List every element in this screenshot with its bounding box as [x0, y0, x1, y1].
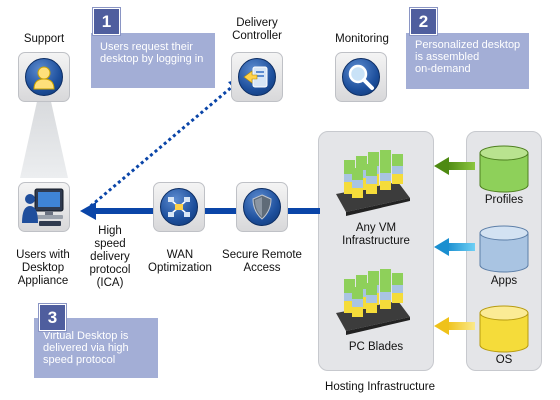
wan-line-2: Optimization [148, 262, 212, 274]
profiles-label: Profiles [484, 194, 524, 206]
os-label: OS [495, 354, 513, 366]
wan-circle [160, 188, 198, 226]
users-node[interactable] [18, 182, 70, 232]
callout-2: Personalized desktop is assembled on-dem… [406, 33, 529, 89]
shield-icon [252, 194, 272, 220]
database-icon [479, 225, 529, 273]
callout-1-line-2: desktop by logging in [100, 53, 204, 65]
database-icon [479, 305, 529, 353]
any-vm-line-1: Any VM [355, 222, 397, 234]
callout-1-badge: 1 [93, 8, 120, 35]
delivery-arrowhead [80, 202, 96, 220]
callout-2-line-1: Personalized desktop [415, 39, 521, 51]
monitoring-circle [342, 58, 380, 96]
protocol-label: High speed delivery protocol (ICA) [86, 225, 134, 290]
delivery-controller-line-1: Delivery [236, 17, 278, 29]
callout-3-badge: 3 [39, 304, 66, 331]
delivery-controller-line-2: Controller [232, 30, 282, 42]
network-nodes-icon [168, 197, 190, 217]
protocol-line-2: speed [94, 238, 126, 250]
server-stack-icon [336, 269, 410, 335]
database-icon [479, 145, 529, 193]
users-line-1: Users with [16, 249, 70, 261]
profiles-arrow-shaft [447, 162, 475, 170]
computer-user-icon [22, 188, 64, 226]
secure-remote-label: Secure Remote Access [222, 249, 302, 275]
callout-3-line-1: Virtual Desktop is [43, 330, 129, 342]
os-arrowhead [434, 317, 449, 335]
server-stack-icon [336, 150, 410, 216]
users-line-3: Appliance [17, 275, 69, 287]
monitoring-node[interactable] [335, 52, 387, 102]
support-connector [20, 97, 68, 178]
pc-blades-servers [344, 269, 403, 317]
secure-remote-line-1: Secure Remote [222, 249, 302, 261]
apps-arrowhead [434, 238, 449, 256]
any-vm-servers [344, 150, 403, 198]
users-label: Users with Desktop Appliance [12, 249, 74, 288]
callout-1-line-1: Users request their [100, 41, 193, 53]
protocol-line-5: (ICA) [96, 277, 124, 289]
support-circle [25, 58, 63, 96]
wan-label: WAN Optimization [148, 249, 212, 275]
protocol-line-4: protocol [89, 264, 131, 276]
monitoring-label: Monitoring [335, 33, 389, 45]
delivery-controller-node[interactable] [231, 52, 283, 102]
delivery-controller-icon [243, 66, 268, 88]
callout-1: Users request their desktop by logging i… [91, 33, 215, 88]
any-vm-line-2: Infrastructure [342, 235, 410, 247]
wan-line-1: WAN [166, 249, 194, 261]
secure-remote-node[interactable] [236, 182, 288, 232]
support-label: Support [23, 33, 65, 45]
hosting-label: Hosting Infrastructure [325, 381, 435, 393]
magnifier-icon [348, 64, 374, 90]
any-vm-label: Any VM Infrastructure [326, 222, 426, 248]
apps-arrow-shaft [447, 243, 475, 251]
callout-2-line-3: on-demand [415, 63, 471, 75]
profiles-arrowhead [434, 157, 449, 175]
callout-2-badge: 2 [410, 8, 437, 35]
protocol-line-1: High [98, 225, 122, 237]
login-dotted-line [85, 84, 234, 212]
apps-label: Apps [490, 275, 518, 287]
support-node[interactable] [18, 52, 70, 102]
callout-2-line-2: is assembled [415, 51, 480, 63]
person-icon [33, 66, 55, 90]
users-line-2: Desktop [21, 262, 65, 274]
wan-optimization-node[interactable] [153, 182, 205, 232]
delivery-controller-label: Delivery Controller [228, 17, 286, 43]
delivery-controller-circle [238, 58, 276, 96]
os-arrow-shaft [447, 322, 475, 330]
protocol-line-3: delivery [90, 251, 130, 263]
callout-3-line-2: delivered via high [43, 342, 129, 354]
secure-remote-line-2: Access [243, 262, 281, 274]
pc-blades-label: PC Blades [348, 341, 404, 353]
callout-3-line-3: speed protocol [43, 354, 116, 366]
secure-remote-circle [243, 188, 281, 226]
